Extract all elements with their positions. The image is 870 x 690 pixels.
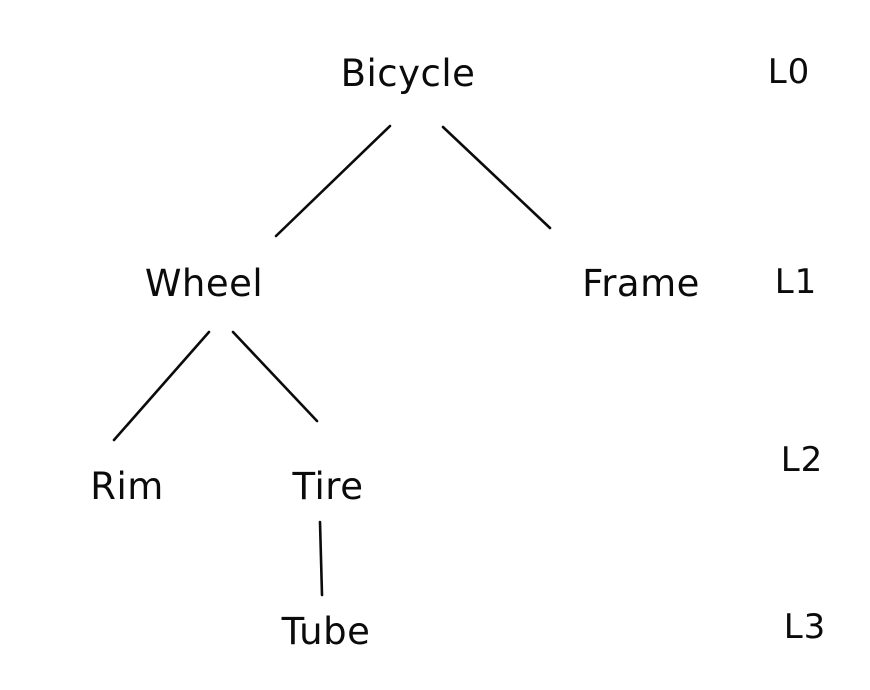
level-label-l3: L3	[783, 607, 827, 647]
node-bicycle: Bicycle	[340, 52, 476, 95]
edge-tire-tube	[318, 520, 324, 597]
level-label-l1: L1	[774, 262, 818, 302]
edge-bicycle-wheel	[274, 124, 392, 238]
node-tube: Tube	[281, 610, 371, 653]
level-label-l0: L0	[767, 52, 811, 92]
node-tire: Tire	[292, 465, 364, 508]
edge-wheel-tire	[231, 330, 319, 423]
node-wheel: Wheel	[144, 262, 264, 305]
level-label-l2: L2	[780, 440, 824, 480]
node-rim: Rim	[90, 465, 164, 508]
node-frame: Frame	[582, 262, 700, 305]
edge-wheel-rim	[112, 330, 211, 442]
edge-bicycle-frame	[441, 125, 552, 230]
